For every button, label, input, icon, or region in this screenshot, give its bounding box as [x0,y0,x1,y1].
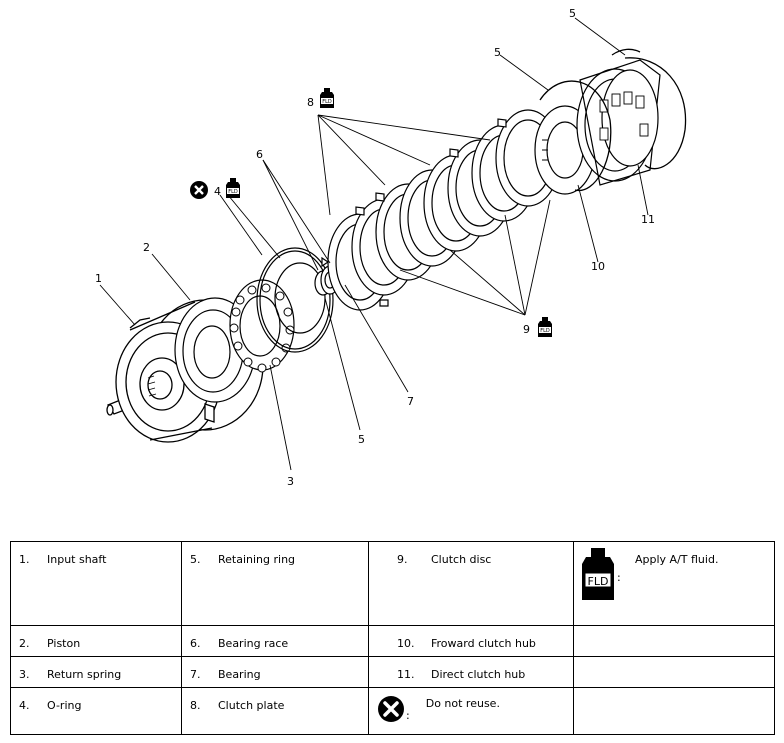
callout-1: 1 [95,272,102,285]
legend-cell: 3. Return spring [10,656,182,688]
legend-text: Direct clutch hub [431,668,526,681]
legend-text: Input shaft [47,553,107,566]
callout-8: 8 [307,96,314,109]
legend-cell: 8. Clutch plate [181,687,369,735]
fluid-bottle-icon: FLD [538,317,552,337]
legend-number: 4. [19,699,30,712]
legend-cell-no-reuse: : Do not reuse. [368,687,574,735]
piston [174,297,256,403]
legend-cell: 11. Direct clutch hub [368,656,574,688]
legend-text: Return spring [47,668,122,681]
table-row: 3. Return spring 7. Bearing 11. Direct c… [10,656,775,688]
callout-4: 4 [214,185,221,198]
legend-cell: 9. Clutch disc [368,541,574,626]
legend-number: 7. [190,668,201,681]
legend-number: 2. [19,637,30,650]
legend-text: Apply A/T fluid. [635,553,719,566]
legend-text: O-ring [47,699,82,712]
legend-cell: 10. Froward clutch hub [368,625,574,657]
callout-11: 11 [641,213,655,226]
legend-text: Bearing [218,668,261,681]
callout-2: 2 [143,241,150,254]
svg-text:FLD: FLD [540,328,550,334]
fluid-bottle-icon: FLD [320,88,334,108]
callout-10: 10 [591,260,605,273]
callout-7: 7 [407,395,414,408]
callout-5-mid: 5 [494,46,501,59]
callout-5-lower: 5 [358,433,365,446]
legend-cell: 6. Bearing race [181,625,369,657]
fluid-bottle-icon: FLD [226,178,240,198]
legend-cell-empty [573,687,775,735]
legend-cell-fluid: FLD : Apply A/T fluid. [573,541,775,626]
svg-text:FLD: FLD [588,575,609,588]
legend-text: Bearing race [218,637,289,650]
legend-colon: : [617,571,621,584]
svg-text:FLD: FLD [322,99,332,105]
do-not-reuse-icon [378,696,404,722]
parts-legend-table: 1. Input shaft 5. Retaining ring 9. Clut… [10,541,775,735]
legend-cell: 2. Piston [10,625,182,657]
legend-number: 3. [19,668,30,681]
retaining-rings [539,48,687,192]
legend-cell-empty [573,656,775,688]
legend-number: 10. [397,637,415,650]
legend-text: Clutch plate [218,699,285,712]
clutch-pack [321,109,561,311]
svg-text:FLD: FLD [228,189,238,195]
legend-cell: 7. Bearing [181,656,369,688]
callout-6: 6 [256,148,263,161]
table-row: 4. O-ring 8. Clutch plate : Do not reuse… [10,687,775,735]
legend-number: 9. [397,553,408,566]
legend-text: Retaining ring [218,553,296,566]
legend-cell: 1. Input shaft [10,541,182,626]
return-spring [229,279,295,373]
legend-number: 1. [19,553,30,566]
legend-text: Froward clutch hub [431,637,536,650]
do-not-reuse-icon [190,181,208,199]
legend-number: 11. [397,668,415,681]
direct-clutch-hub [576,59,661,186]
legend-text: Do not reuse. [425,697,500,710]
table-row: 1. Input shaft 5. Retaining ring 9. Clut… [10,541,775,626]
leader-lines [99,17,649,471]
table-row: 2. Piston 6. Bearing race 10. Froward cl… [10,625,775,657]
legend-cell-empty [573,625,775,657]
legend-cell: 4. O-ring [10,687,182,735]
callout-5-top: 5 [569,7,576,20]
legend-colon: : [406,709,410,722]
exploded-view-diagram: 1 2 3 4 5 5 5 6 7 8 9 10 11 FLD FLD FLD [95,7,687,488]
callout-3: 3 [287,475,294,488]
legend-number: 8. [190,699,201,712]
legend-text: Piston [47,637,81,650]
legend-cell: 5. Retaining ring [181,541,369,626]
fluid-bottle-icon: FLD [582,548,614,600]
legend-number: 6. [190,637,201,650]
legend-text: Clutch disc [431,553,492,566]
callout-9: 9 [523,323,530,336]
legend-number: 5. [190,553,201,566]
